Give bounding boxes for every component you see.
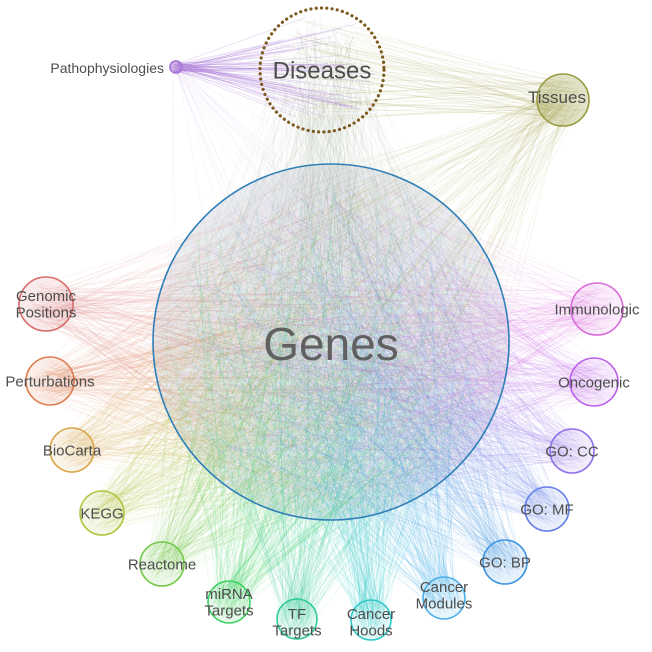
edge-bundle-pathophysiologies-genes	[169, 61, 480, 485]
node-pathophysiologies[interactable]	[169, 60, 183, 74]
label-go_bp: GO: BP	[479, 554, 531, 571]
node-perturbations[interactable]	[25, 356, 75, 406]
edge-bundle-go_mf-genes	[177, 176, 566, 528]
edge-bundle-genomic_positions-genes	[24, 181, 474, 515]
node-genomic_positions[interactable]	[18, 276, 74, 332]
label-genes: Genes	[263, 318, 399, 370]
edge-bundle-go_cc-genes	[161, 177, 590, 502]
node-go_cc[interactable]	[549, 428, 595, 474]
edge-bundle-cancer_modules-genes	[168, 173, 485, 614]
node-genes[interactable]	[152, 163, 510, 521]
label-immunologic: Immunologic	[554, 301, 640, 318]
label-biocarta: BioCarta	[43, 442, 102, 459]
edge-bundle-immunologic-genes	[160, 178, 618, 513]
edge-bundle-mirna_targets-genes	[160, 171, 481, 620]
label-go_mf: GO: MF	[520, 501, 573, 518]
node-oncogenic[interactable]	[569, 357, 619, 407]
edge-bundle-tissues-genes	[178, 79, 583, 501]
genes-fill-layer	[153, 164, 509, 520]
edge-bundle-oncogenic-genes	[158, 176, 613, 507]
edge-bundle-perturbations-genes	[30, 173, 503, 510]
edge-bundle-tf_targets-genes	[160, 173, 493, 635]
label-go_cc: GO: CC	[545, 443, 599, 460]
node-biocarta[interactable]	[49, 427, 95, 473]
edge-bundle-go_bp-genes	[162, 178, 524, 580]
edge-bundle-reactome-genes	[143, 177, 500, 582]
edge-bundle-cancer_hoods-genes	[161, 172, 484, 637]
edge-bundle-kegg-genes	[83, 175, 479, 532]
node-layer	[18, 6, 624, 641]
node-mirna_targets[interactable]	[207, 580, 251, 624]
edge-bundle-pathophysiologies-diseases	[170, 17, 376, 118]
label-layer: Genes Diseases PathophysiologiesTissuesGen…	[5, 57, 640, 639]
label-reactome: Reactome	[128, 556, 196, 573]
node-reactome[interactable]	[139, 541, 185, 587]
edge-bundle-tissues-diseases	[269, 19, 582, 121]
edge-bundle-biocarta-genes	[53, 172, 499, 509]
label-tissues: Tissues	[528, 88, 586, 107]
edge-bundle-diseases-genes	[163, 17, 504, 507]
node-diseases[interactable]	[258, 6, 386, 134]
edge-layer	[24, 17, 618, 637]
label-diseases: Diseases	[273, 57, 372, 84]
node-tf_targets[interactable]	[276, 598, 318, 640]
node-kegg[interactable]	[79, 490, 125, 536]
label-oncogenic: Oncogenic	[558, 374, 630, 391]
node-cancer_hoods[interactable]	[350, 599, 392, 641]
label-pathophysiologies: Pathophysiologies	[50, 60, 164, 76]
node-go_bp[interactable]	[482, 539, 528, 585]
node-immunologic[interactable]	[570, 282, 624, 336]
genes-area-fill	[153, 164, 509, 520]
node-tissues[interactable]	[536, 73, 590, 127]
node-cancer_modules[interactable]	[422, 576, 466, 620]
node-go_mf[interactable]	[524, 486, 570, 532]
label-perturbations: Perturbations	[5, 373, 94, 390]
label-kegg: KEGG	[80, 505, 123, 522]
